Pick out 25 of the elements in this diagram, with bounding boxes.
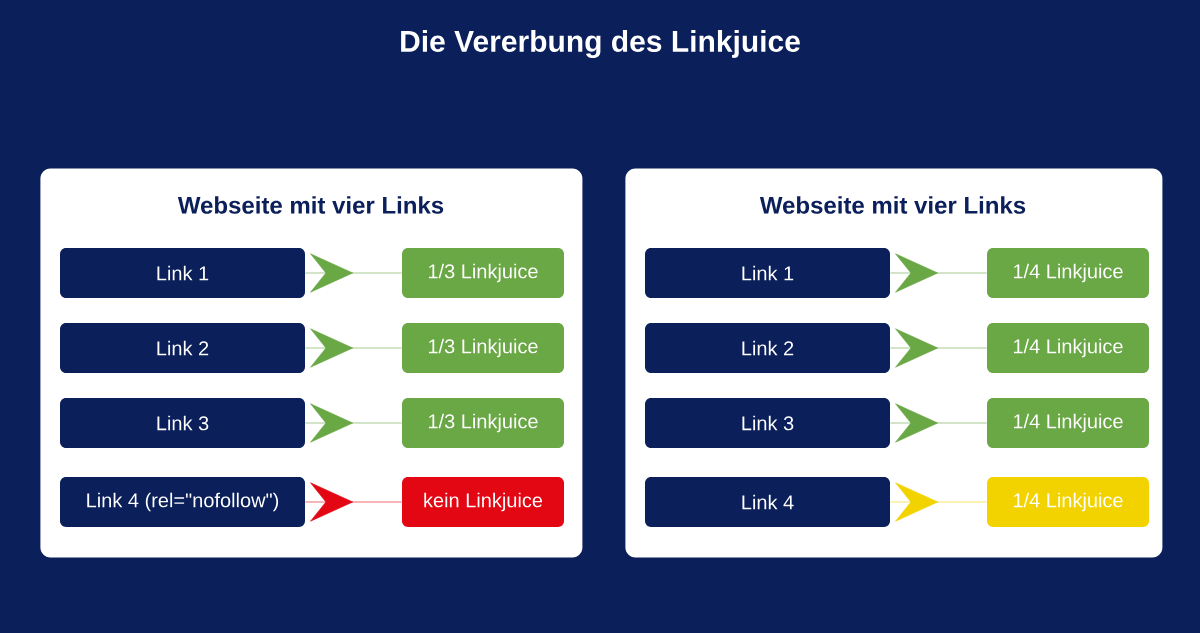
link-box: Link 1: [60, 248, 305, 298]
title: Die Vererbung des Linkjuice: [401, 29, 800, 59]
chevron-arrow: [890, 328, 987, 368]
chevron-arrow: [305, 482, 402, 522]
chevron-arrow: [890, 253, 987, 293]
chevron-arrow: [890, 482, 987, 522]
chevron-arrow: [305, 253, 402, 293]
linkjuice-box: 1/3 Linkjuice: [402, 323, 564, 373]
chevron-arrow: [890, 403, 987, 443]
link-box: Link 4: [645, 477, 890, 527]
link-box: Link 2: [645, 323, 890, 373]
linkjuice-box: 1/4 Linkjuice: [987, 398, 1149, 448]
linkjuice-box: 1/4 Linkjuice: [987, 248, 1149, 298]
link-box: Link 3: [60, 398, 305, 448]
linkjuice-box: 1/3 Linkjuice: [402, 398, 564, 448]
link-box: Link 3: [645, 398, 890, 448]
link-box: Link 2: [60, 323, 305, 373]
link-box: Link 4 (rel="nofollow"): [60, 477, 305, 527]
link-box: Link 1: [645, 248, 890, 298]
linkjuice-box: 1/4 Linkjuice: [987, 323, 1149, 373]
chevron-arrow: [305, 328, 402, 368]
chevron-arrow: [305, 403, 402, 443]
linkjuice-box: 1/4 Linkjuice: [987, 477, 1149, 527]
linkjuice-box: kein Linkjuice: [402, 477, 564, 527]
linkjuice-box: 1/3 Linkjuice: [402, 248, 564, 298]
